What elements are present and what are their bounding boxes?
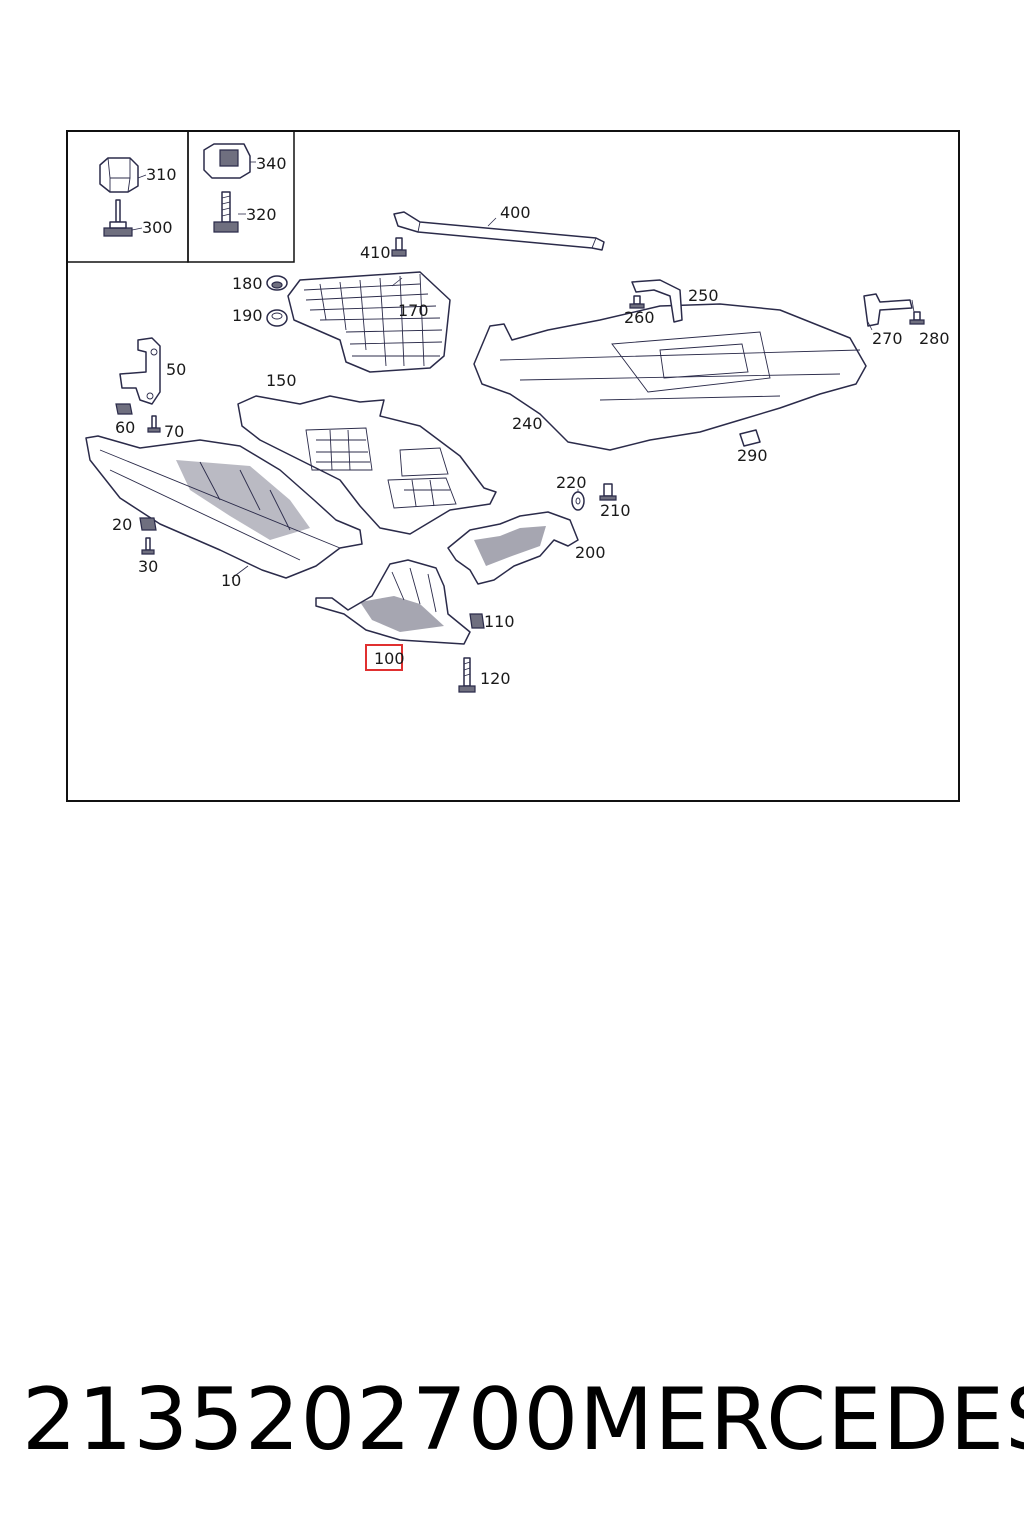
rear-underbody-panel-240 <box>473 303 867 451</box>
bracket-270 <box>863 293 913 327</box>
part-number: 2135202700 <box>22 1370 580 1470</box>
underbody-panel-150 <box>237 395 497 535</box>
cross-brace-400 <box>393 211 605 251</box>
callout-260: 260 <box>624 308 655 327</box>
diagram-border <box>66 130 960 802</box>
callout-280: 280 <box>919 329 950 348</box>
front-undertray-10 <box>85 435 363 579</box>
clip-110 <box>469 613 485 629</box>
callout-340: 340 <box>256 154 287 173</box>
screw-260 <box>629 295 645 309</box>
brand-name: MERCEDES <box>579 1370 1024 1470</box>
callout-30: 30 <box>138 557 158 576</box>
callout-60: 60 <box>115 418 135 437</box>
bolt-320 <box>213 191 239 233</box>
callout-200: 200 <box>575 543 606 562</box>
callout-100[interactable]: 100 <box>374 649 405 668</box>
callout-240: 240 <box>512 414 543 433</box>
grommet-190 <box>266 309 288 327</box>
callout-170: 170 <box>398 301 429 320</box>
screw-300 <box>103 199 133 237</box>
callout-110: 110 <box>484 612 515 631</box>
bolt-410 <box>391 237 407 257</box>
clip-60 <box>115 403 133 415</box>
parts-diagram: 310 300 340 320 400 410 180 190 170 50 1… <box>66 130 960 802</box>
grommet-180 <box>266 275 288 291</box>
leader-lines <box>131 161 915 579</box>
callout-210: 210 <box>600 501 631 520</box>
part-info-footer: 2135202700 MERCEDES <box>0 1360 1024 1480</box>
callout-400: 400 <box>500 203 531 222</box>
callout-310: 310 <box>146 165 177 184</box>
callout-150: 150 <box>266 371 297 390</box>
callout-50: 50 <box>166 360 186 379</box>
inset-box-left <box>66 130 189 263</box>
clip-nut-310 <box>99 157 139 193</box>
callout-10: 10 <box>221 571 241 590</box>
screw-280 <box>909 311 925 325</box>
side-cover-100 <box>315 559 471 645</box>
callout-70: 70 <box>164 422 184 441</box>
callout-290: 290 <box>737 446 768 465</box>
screw-30 <box>141 537 155 555</box>
bolt-120 <box>458 657 476 693</box>
callout-190: 190 <box>232 306 263 325</box>
highlight-box-100[interactable] <box>365 644 403 671</box>
clip-nut-20 <box>139 517 157 531</box>
callout-120: 120 <box>480 669 511 688</box>
callout-180: 180 <box>232 274 263 293</box>
bracket-250 <box>631 279 683 323</box>
callout-300: 300 <box>142 218 173 237</box>
grille-panel-170 <box>287 271 451 373</box>
screw-210 <box>599 483 617 501</box>
callout-220: 220 <box>556 473 587 492</box>
bracket-50 <box>119 337 161 405</box>
screw-70 <box>147 415 161 433</box>
inset-box-right <box>187 130 295 263</box>
heat-shield-200 <box>447 511 579 585</box>
callout-320: 320 <box>246 205 277 224</box>
washer-220 <box>571 491 585 511</box>
nut-clip-340 <box>203 143 251 179</box>
callout-410: 410 <box>360 243 391 262</box>
callout-20: 20 <box>112 515 132 534</box>
callout-270: 270 <box>872 329 903 348</box>
callout-250: 250 <box>688 286 719 305</box>
clip-290 <box>739 429 761 447</box>
